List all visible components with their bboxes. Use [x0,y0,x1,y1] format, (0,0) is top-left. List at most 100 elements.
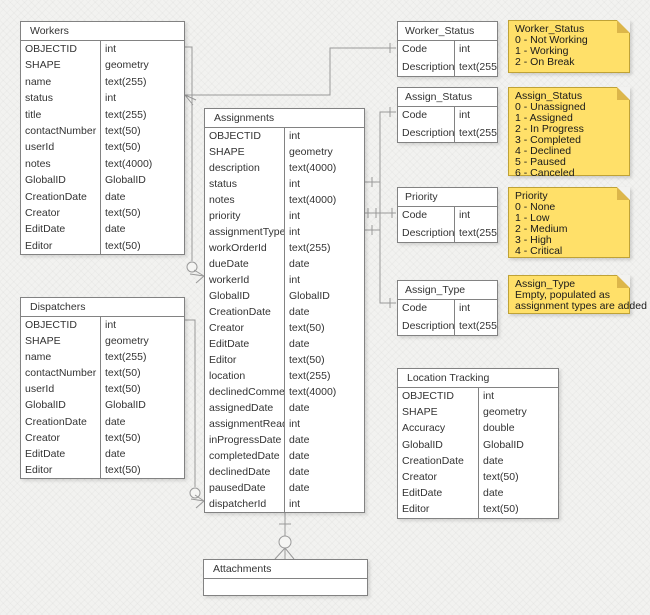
field-name: OBJECTID [398,388,479,405]
field-type: date [483,487,504,500]
relationship-workers-assignments[interactable] [185,46,205,284]
field-name: name [21,349,101,366]
field-name: EditDate [398,485,479,502]
field-name: Creator [398,468,479,486]
entity-table-attachments[interactable]: Attachments [203,559,368,596]
field-name: status [21,90,101,107]
table-title: Assign_Status [398,88,497,107]
note-line: Empty, populated as [515,289,610,301]
note-line: 2 - Medium [515,223,568,235]
field-type: text(255) [289,242,331,254]
field-name: title [21,106,101,123]
field-name: GlobalID [398,436,479,453]
field-name: CreationDate [205,304,285,320]
field-type: int [289,210,301,222]
field-name: CreationDate [21,413,101,430]
field-type: text(50) [105,239,141,252]
relationship-assignments-assign-type[interactable] [365,225,396,308]
crow-foot-icon [189,269,205,284]
table-row: CreationDate date [398,452,558,469]
field-name: name [21,73,101,91]
field-type: int [105,92,117,105]
field-type: int [105,43,117,55]
relationship-assignments-priority[interactable] [365,182,396,230]
crow-foot-icon [184,94,197,106]
table-title: Location Tracking [398,369,558,388]
table-title: Assignments [205,109,364,128]
field-name: Creator [205,320,285,336]
field-name: OBJECTID [21,41,101,58]
note-line: 0 - Unassigned [515,101,586,113]
field-name: EditDate [21,445,101,462]
table-fields [204,579,367,595]
field-name: EditDate [205,336,285,352]
note-line: 3 - Completed [515,134,581,146]
field-name: userId [21,381,101,398]
field-type: date [289,482,310,494]
relationship-assignments-attachments[interactable] [274,510,295,560]
table-title: Priority [398,188,497,207]
field-name: assignedDate [205,400,285,416]
note-title: Priority [515,190,548,202]
field-name: assignmentType [205,224,285,240]
field-type: text(50) [483,503,519,516]
field-name: Accuracy [398,420,479,437]
field-type: text(255) [105,75,147,88]
note-title: Assign_Status [515,90,583,102]
field-name: Description [398,224,455,242]
relationship-dispatchers-assignments[interactable] [185,319,205,509]
relationship-workers-worker-status[interactable] [184,43,396,106]
field-type: date [289,434,310,446]
field-name: completedDate [205,448,285,464]
field-name: Description [398,124,455,142]
field-type: date [483,454,504,467]
field-type: text(50) [483,470,519,483]
table-row: Creator text(50) [398,468,558,486]
field-name: Code [398,207,455,225]
note-line: 0 - None [515,201,556,213]
field-name: Code [398,300,455,318]
note-line: 5 - Paused [515,156,566,168]
field-type: int [459,209,471,221]
field-type: text(255) [459,226,497,239]
field-type: int [289,130,301,142]
field-type: GlobalID [105,174,146,187]
field-name: CreationDate [398,452,479,469]
table-row-empty [204,579,367,595]
relationship-assignments-assign-status[interactable] [365,107,396,187]
field-type: GlobalID [105,399,146,412]
field-type: int [459,43,471,55]
